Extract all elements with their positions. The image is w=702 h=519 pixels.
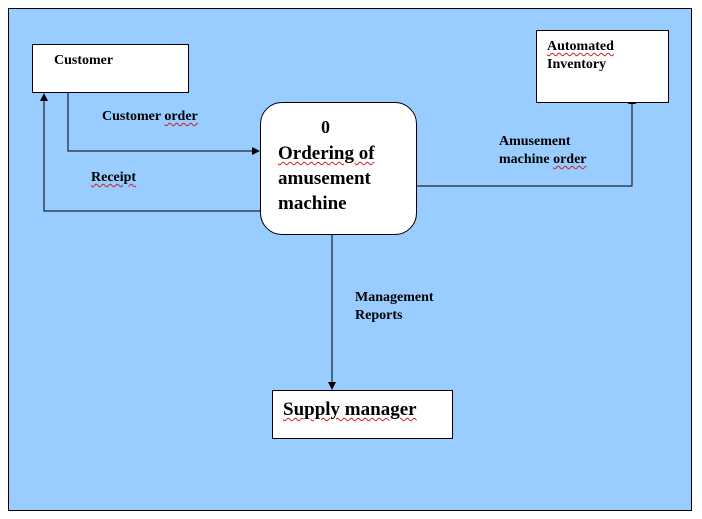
management-reports-label-line2: Reports <box>355 308 403 323</box>
amusement-machine-order-label-line1: Amusement <box>499 134 571 149</box>
customer-entity-label: Customer <box>54 53 114 68</box>
automated-inventory-label-line1: Automated <box>547 39 614 54</box>
automated-inventory-label-line2: Inventory <box>547 57 607 72</box>
supply-manager-label: Supply manager <box>283 399 417 420</box>
receipt-flow-line <box>40 93 260 212</box>
customer-order-label-word2: order <box>164 109 198 124</box>
amusement-machine-order-flow-line <box>417 96 636 187</box>
ordering-process: 0 Ordering of amusement machine <box>260 102 417 235</box>
amusement-machine-order-label-line2: machine order <box>499 151 587 169</box>
management-reports-label: Management Reports <box>355 289 434 325</box>
process-name-line3: machine <box>278 193 347 214</box>
management-reports-label-line1: Management <box>355 290 434 305</box>
receipt-label: Receipt <box>91 169 136 187</box>
process-name-line2: amusement <box>278 168 371 189</box>
customer-order-label-word1: Customer <box>102 109 161 124</box>
process-number: 0 <box>321 117 330 137</box>
receipt-label-text: Receipt <box>91 170 137 185</box>
supply-manager-entity: Supply manager <box>272 390 453 439</box>
process-name: Ordering of amusement machine <box>278 141 375 216</box>
amusement-machine-order-label-word1: machine <box>499 152 550 167</box>
customer-order-label: Customer order <box>102 108 198 126</box>
customer-order-flow-line <box>67 93 260 155</box>
customer-entity: Customer <box>32 44 189 93</box>
amusement-machine-order-label-word2: order <box>553 152 587 167</box>
amusement-machine-order-label: Amusement machine order <box>499 133 587 169</box>
process-name-line1: Ordering of <box>278 143 375 164</box>
automated-inventory-entity: Automated Inventory <box>536 30 669 103</box>
